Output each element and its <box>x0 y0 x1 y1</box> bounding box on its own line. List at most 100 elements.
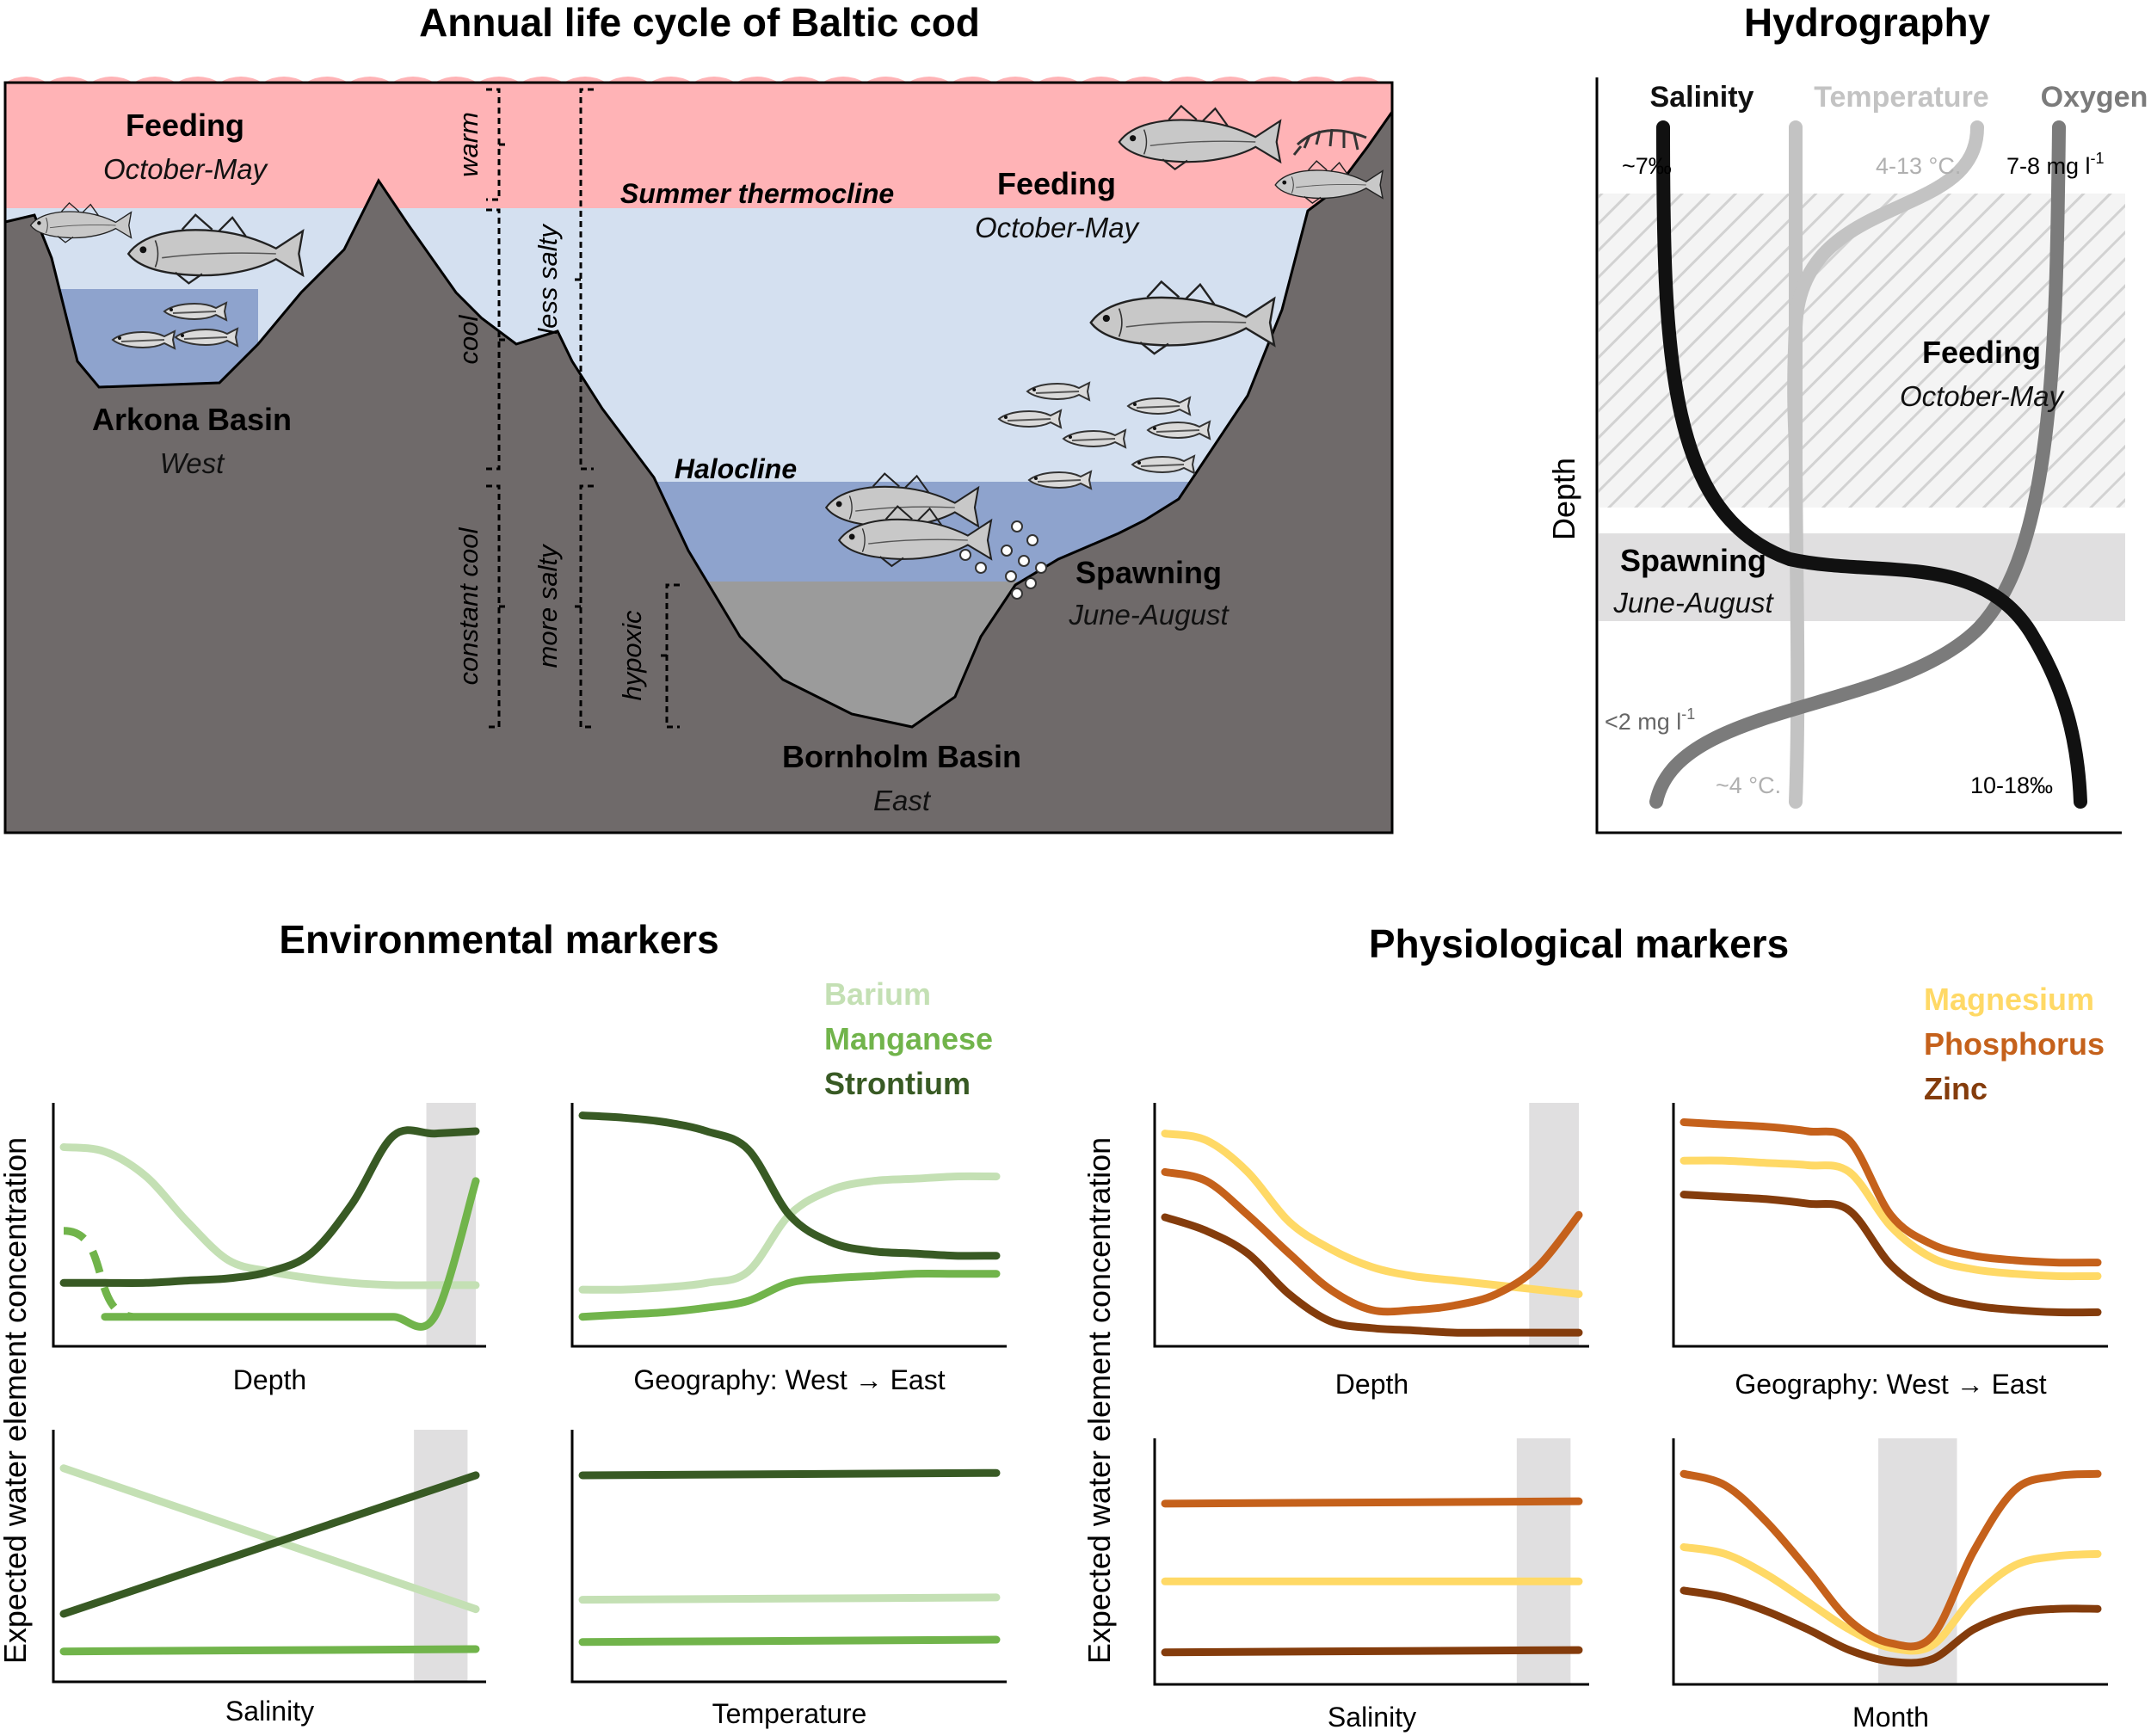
bracket-less-salty: less salty <box>533 223 563 335</box>
arkona-basin-side: West <box>160 447 225 479</box>
series-strontium <box>59 1471 480 1618</box>
hydrography-title: Hydrography <box>1744 0 1991 45</box>
animal-icons <box>29 105 1384 600</box>
hydrography-panel: Hydrography Depth Salinity Temperature O… <box>1546 0 2148 834</box>
chart-axes <box>1153 1438 1589 1686</box>
salinity-bottom-value: 10-18‰ <box>1970 773 2053 798</box>
panel-a-frame <box>3 81 1394 834</box>
oxygen-top-value: 7-8 mg l-1 <box>2006 150 2105 179</box>
legend-zinc: Zinc <box>1924 1071 1988 1106</box>
oxygen-profile <box>1649 120 2066 809</box>
chart-x-label: Geography: West → East <box>1735 1369 2046 1400</box>
series-phosphorus <box>1161 1167 1583 1316</box>
spawning-band <box>1516 1438 1571 1684</box>
feeding-west-title: Feeding <box>126 108 244 143</box>
seabed <box>3 108 1394 834</box>
environmental-markers-title: Environmental markers <box>279 917 718 962</box>
cod-egg-icon <box>959 549 971 561</box>
physiological-markers-panel: Physiological markers Magnesium Phosphor… <box>1082 921 2105 1664</box>
series-strontium <box>578 1468 1001 1480</box>
chart-axes <box>570 1430 1007 1684</box>
chart-axes <box>52 1430 486 1684</box>
bracket-cool: cool <box>453 314 484 364</box>
spawning-months: June-August <box>1068 599 1230 631</box>
spawning-depth-band <box>1599 533 2125 621</box>
salinity-profile <box>1656 120 2087 809</box>
bracket-constant-cool: constant cool <box>453 527 484 686</box>
series-barium <box>578 1593 1001 1604</box>
cod-egg-icon <box>975 562 987 574</box>
series-magnesium <box>1680 1542 2102 1655</box>
chart-x-label: Salinity <box>1328 1702 1416 1733</box>
cod-egg-icon <box>1035 562 1047 574</box>
bracket-warm: warm <box>453 112 484 177</box>
layer-bracket-labels: warm cool constant cool less salty more … <box>453 112 647 700</box>
bornholm-basin-side: East <box>873 785 932 816</box>
life-cycle-title: Annual life cycle of Baltic cod <box>419 0 980 45</box>
depth-axis-label: Depth <box>1546 458 1581 540</box>
marker-chart-1: Depth <box>52 1103 486 1395</box>
series-manganese-dashed <box>63 1227 133 1321</box>
bracket-more-salty: more salty <box>533 543 563 668</box>
layer-brackets <box>486 88 680 729</box>
series-barium <box>59 1464 480 1614</box>
series-zinc <box>1680 1191 2102 1317</box>
shrimp-icon <box>1292 128 1367 156</box>
cod-egg-icon <box>1011 588 1023 600</box>
temperature-profile-upper <box>1787 120 1984 463</box>
legend-phosphorus: Phosphorus <box>1924 1026 2105 1062</box>
series-magnesium <box>1680 1156 2102 1281</box>
hydro-feeding-months: October-May <box>1900 380 2066 412</box>
spawning-title: Spawning <box>1076 555 1222 590</box>
series-strontium <box>578 1111 1001 1260</box>
series-strontium <box>59 1126 480 1287</box>
legend-magnesium: Magnesium <box>1924 982 2094 1017</box>
legend-manganese: Manganese <box>824 1021 993 1056</box>
summer-thermocline-label: Summer thermocline <box>620 178 894 209</box>
cod-egg-icon <box>1018 555 1030 567</box>
cod-egg-icon <box>1001 545 1013 557</box>
series-barium <box>59 1142 480 1290</box>
chart-axes <box>570 1103 1007 1348</box>
phys-y-axis-label: Expected water element concentration <box>1082 1137 1117 1664</box>
bracket-hypoxic: hypoxic <box>617 610 647 701</box>
chart-x-label: Depth <box>1335 1369 1408 1400</box>
temperature-profile <box>1788 120 1805 809</box>
series-manganese <box>59 1645 480 1656</box>
hydrography-axes <box>1595 77 2122 834</box>
chart-axes <box>1153 1103 1589 1348</box>
cod-egg-icon <box>1025 577 1037 589</box>
cod-egg-icon <box>1011 520 1023 532</box>
chart-x-label: Depth <box>233 1364 306 1395</box>
marker-chart-8: Month <box>1672 1438 2108 1733</box>
salinity-top-value: ~7‰ <box>1622 153 1672 179</box>
legend-barium: Barium <box>824 976 931 1012</box>
arkona-basin-name: Arkona Basin <box>92 402 292 437</box>
series-manganese <box>101 1177 480 1331</box>
feeding-east-title: Feeding <box>997 166 1116 201</box>
physiological-markers-title: Physiological markers <box>1369 921 1789 966</box>
spawning-band <box>426 1103 476 1346</box>
series-manganese <box>578 1635 1001 1647</box>
series-phosphorus <box>1161 1497 1583 1508</box>
chart-x-label: Temperature <box>712 1698 867 1729</box>
life-cycle-panel: Annual life cycle of Baltic cod warm coo… <box>3 0 1394 834</box>
salinity-header: Salinity <box>1650 81 1754 114</box>
environmental-markers-panel: Environmental markers Barium Manganese S… <box>0 917 993 1664</box>
marker-chart-6: Geography: West → East <box>1672 1103 2108 1400</box>
chart-axes <box>52 1103 486 1348</box>
feeding-west-months: October-May <box>103 153 269 185</box>
temperature-header: Temperature <box>1814 81 1988 114</box>
hydro-spawning-months: June-August <box>1612 587 1774 619</box>
temperature-bottom-value: ~4 °C. <box>1716 773 1781 798</box>
series-phosphorus <box>1680 1118 2102 1267</box>
bornholm-basin-name: Bornholm Basin <box>782 739 1021 774</box>
series-zinc <box>1161 1646 1583 1657</box>
series-zinc <box>1161 1213 1583 1337</box>
oxygen-header: Oxygen <box>2041 81 2148 114</box>
series-magnesium <box>1161 1130 1583 1298</box>
temperature-top-value: 4-13 °C. <box>1876 153 1961 179</box>
chart-x-label: Salinity <box>225 1696 314 1727</box>
